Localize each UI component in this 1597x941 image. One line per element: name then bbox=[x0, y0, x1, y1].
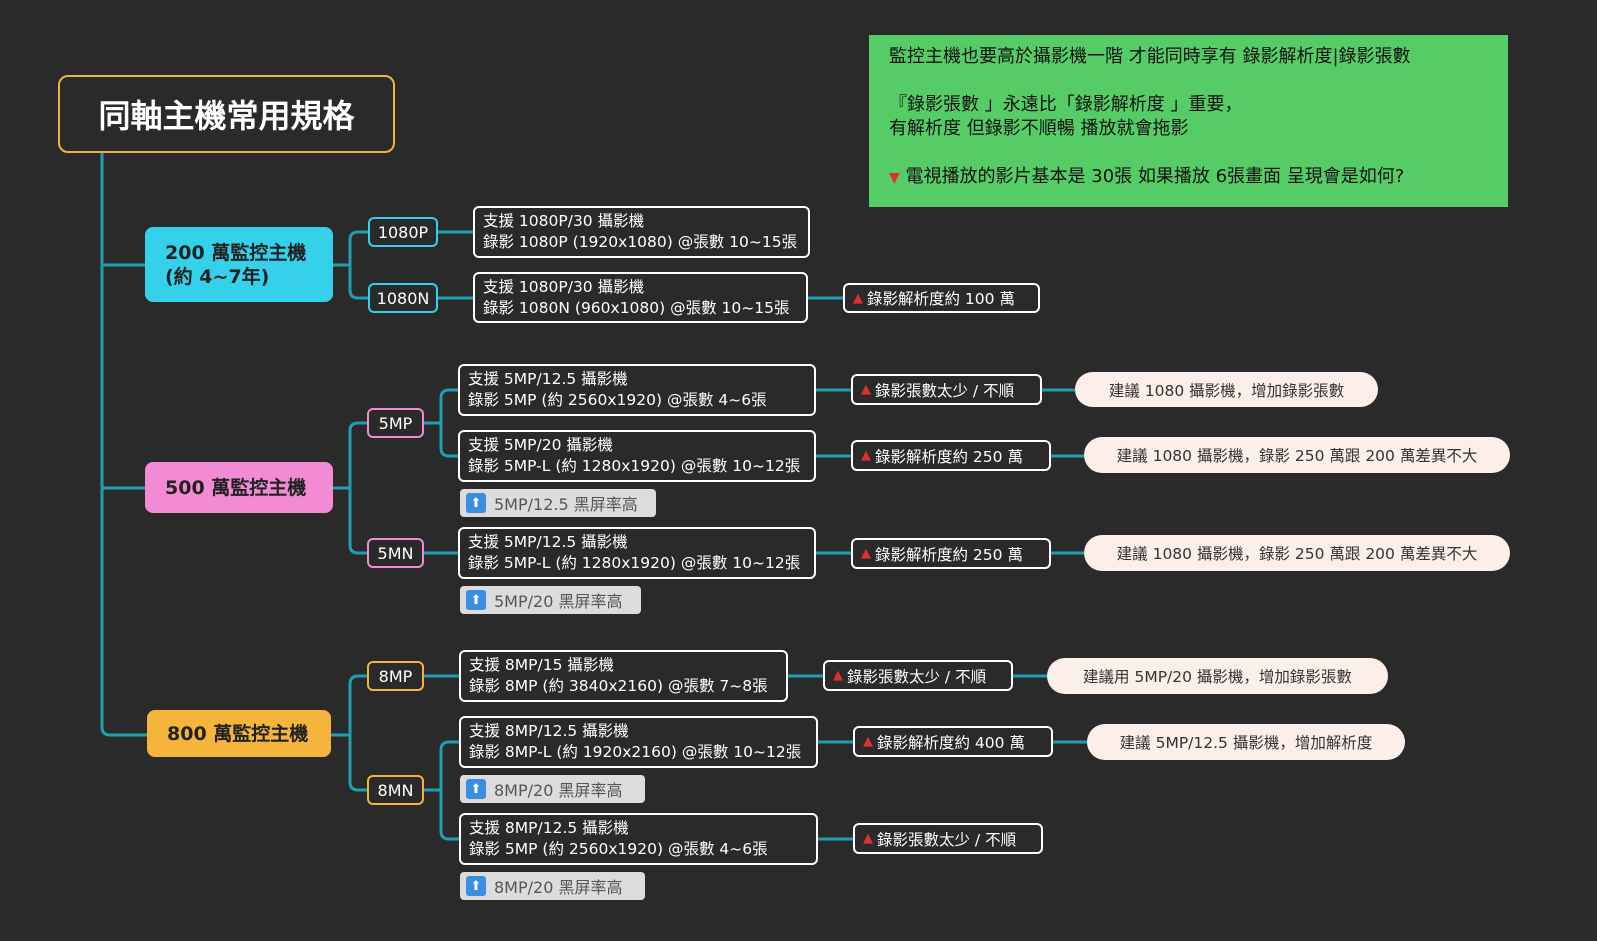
alert-box[interactable]: ▲ 錄影張數太少 / 不順 bbox=[851, 374, 1042, 405]
alert-box[interactable]: ▲ 錄影解析度約 400 萬 bbox=[853, 726, 1053, 757]
suggestion[interactable]: 建議 1080 攝影機，錄影 250 萬跟 200 萬差異不大 bbox=[1084, 535, 1510, 571]
detail-line: 錄影 8MP (約 3840x2160) @張數 7~8張 bbox=[469, 677, 768, 695]
up-arrow-icon: ⬆ bbox=[466, 493, 486, 513]
tag-note: ⬆ 8MP/20 黑屏率高 bbox=[460, 775, 645, 803]
red-up-triangle-icon: ▲ bbox=[861, 448, 871, 463]
note-line: 監控主機也要高於攝影機一階 才能同時享有 錄影解析度|錄影張數 bbox=[889, 46, 1411, 67]
alert-text: 錄影解析度約 400 萬 bbox=[877, 733, 1025, 752]
sub-1080n[interactable]: 1080N bbox=[368, 283, 438, 313]
alert-box[interactable]: ▲ 錄影解析度約 250 萬 bbox=[851, 538, 1051, 569]
detail-line: 錄影 5MP (約 2560x1920) @張數 4~6張 bbox=[468, 391, 767, 409]
suggestion[interactable]: 建議 5MP/12.5 攝影機，增加解析度 bbox=[1087, 724, 1405, 760]
alert-box[interactable]: ▲錄影解析度約 100 萬 bbox=[843, 283, 1040, 313]
tag-note: ⬆ 5MP/12.5 黑屏率高 bbox=[460, 489, 656, 517]
detail-line: 錄影 1080P (1920x1080) @張數 10~15張 bbox=[483, 233, 798, 251]
sub-8mn[interactable]: 8MN bbox=[367, 775, 424, 805]
alert-text: 錄影張數太少 / 不順 bbox=[847, 667, 987, 686]
sub-5mn[interactable]: 5MN bbox=[367, 538, 424, 568]
note-line: 有解析度 但錄影不順暢 播放就會拖影 bbox=[889, 118, 1189, 139]
detail-box[interactable]: 支援 8MP/12.5 攝影機錄影 5MP (約 2560x1920) @張數 … bbox=[459, 813, 818, 865]
host-200[interactable]: 200 萬監控主機(約 4~7年) bbox=[145, 227, 333, 302]
alert-box[interactable]: ▲ 錄影張數太少 / 不順 bbox=[823, 660, 1013, 691]
detail-line: 支援 8MP/15 攝影機 bbox=[469, 656, 614, 674]
tag-text: 8MP/20 黑屏率高 bbox=[494, 781, 623, 800]
up-arrow-icon: ⬆ bbox=[466, 876, 486, 896]
detail-line: 支援 5MP/12.5 攝影機 bbox=[468, 533, 628, 551]
alert-text: 錄影解析度約 100 萬 bbox=[867, 290, 1015, 308]
up-arrow-icon: ⬆ bbox=[466, 590, 486, 610]
root-title: 同軸主機常用規格 bbox=[58, 75, 395, 153]
detail-box[interactable]: 支援 5MP/20 攝影機錄影 5MP-L (約 1280x1920) @張數 … bbox=[458, 430, 816, 482]
red-up-triangle-icon: ▲ bbox=[833, 668, 843, 683]
detail-box[interactable]: 支援 8MP/15 攝影機錄影 8MP (約 3840x2160) @張數 7~… bbox=[459, 650, 788, 702]
red-up-triangle-icon: ▲ bbox=[863, 734, 873, 749]
sub-8mp[interactable]: 8MP bbox=[367, 661, 424, 691]
red-down-triangle-icon: ▼ bbox=[889, 170, 900, 186]
note-text: 電視播放的影片基本是 30張 如果播放 6張畫面 呈現會是如何? bbox=[905, 166, 1405, 187]
alert-box[interactable]: ▲ 錄影張數太少 / 不順 bbox=[853, 823, 1043, 854]
detail-box[interactable]: 支援 1080P/30 攝影機錄影 1080P (1920x1080) @張數 … bbox=[473, 206, 810, 258]
detail-line: 錄影 5MP-L (約 1280x1920) @張數 10~12張 bbox=[468, 457, 801, 475]
tag-text: 5MP/20 黑屏率高 bbox=[494, 592, 623, 611]
sub-1080p[interactable]: 1080P bbox=[368, 217, 438, 247]
alert-text: 錄影解析度約 250 萬 bbox=[875, 447, 1023, 466]
up-arrow-icon: ⬆ bbox=[466, 779, 486, 799]
detail-line: 支援 8MP/12.5 攝影機 bbox=[469, 819, 629, 837]
red-up-triangle-icon: ▲ bbox=[861, 546, 871, 561]
tag-text: 5MP/12.5 黑屏率高 bbox=[494, 495, 638, 514]
red-up-triangle-icon: ▲ bbox=[853, 290, 863, 306]
alert-text: 錄影解析度約 250 萬 bbox=[875, 545, 1023, 564]
detail-box[interactable]: 支援 8MP/12.5 攝影機錄影 8MP-L (約 1920x2160) @張… bbox=[459, 716, 818, 768]
host-label: 200 萬監控主機 bbox=[165, 241, 307, 264]
detail-line: 錄影 8MP-L (約 1920x2160) @張數 10~12張 bbox=[469, 743, 802, 761]
red-up-triangle-icon: ▲ bbox=[861, 382, 871, 397]
sub-5mp[interactable]: 5MP bbox=[367, 408, 424, 438]
alert-text: 錄影張數太少 / 不順 bbox=[875, 381, 1015, 400]
note-line: 『錄影張數 」永遠比「錄影解析度 」重要， bbox=[889, 94, 1243, 115]
detail-line: 錄影 5MP-L (約 1280x1920) @張數 10~12張 bbox=[468, 554, 801, 572]
detail-box[interactable]: 支援 5MP/12.5 攝影機錄影 5MP (約 2560x1920) @張數 … bbox=[458, 364, 816, 416]
detail-line: 支援 1080P/30 攝影機 bbox=[483, 212, 645, 230]
detail-line: 支援 5MP/12.5 攝影機 bbox=[468, 370, 628, 388]
suggestion[interactable]: 建議 1080 攝影機，錄影 250 萬跟 200 萬差異不大 bbox=[1084, 437, 1510, 473]
red-up-triangle-icon: ▲ bbox=[863, 831, 873, 846]
alert-text: 錄影張數太少 / 不順 bbox=[877, 830, 1017, 849]
detail-line: 錄影 5MP (約 2560x1920) @張數 4~6張 bbox=[469, 840, 768, 858]
detail-line: 錄影 1080N (960x1080) @張數 10~15張 bbox=[483, 298, 790, 317]
tag-text: 8MP/20 黑屏率高 bbox=[494, 878, 623, 897]
detail-line: 支援 5MP/20 攝影機 bbox=[468, 436, 613, 454]
host-500[interactable]: 500 萬監控主機 bbox=[145, 462, 333, 513]
note-line: ▼ 電視播放的影片基本是 30張 如果播放 6張畫面 呈現會是如何? bbox=[889, 165, 1404, 190]
host-800[interactable]: 800 萬監控主機 bbox=[147, 710, 331, 757]
host-sublabel: (約 4~7年) bbox=[165, 265, 270, 288]
tag-note: ⬆ 5MP/20 黑屏率高 bbox=[460, 586, 641, 614]
note-box: 監控主機也要高於攝影機一階 才能同時享有 錄影解析度|錄影張數 『錄影張數 」永… bbox=[869, 35, 1508, 207]
detail-box[interactable]: 支援 1080P/30 攝影機錄影 1080N (960x1080) @張數 1… bbox=[473, 272, 808, 323]
tag-note: ⬆ 8MP/20 黑屏率高 bbox=[460, 872, 645, 900]
suggestion[interactable]: 建議用 5MP/20 攝影機，增加錄影張數 bbox=[1047, 658, 1388, 694]
detail-line: 支援 8MP/12.5 攝影機 bbox=[469, 722, 629, 740]
detail-line: 支援 1080P/30 攝影機 bbox=[483, 277, 645, 296]
detail-box[interactable]: 支援 5MP/12.5 攝影機錄影 5MP-L (約 1280x1920) @張… bbox=[458, 527, 816, 579]
suggestion[interactable]: 建議 1080 攝影機，增加錄影張數 bbox=[1075, 372, 1378, 407]
alert-box[interactable]: ▲ 錄影解析度約 250 萬 bbox=[851, 440, 1051, 471]
